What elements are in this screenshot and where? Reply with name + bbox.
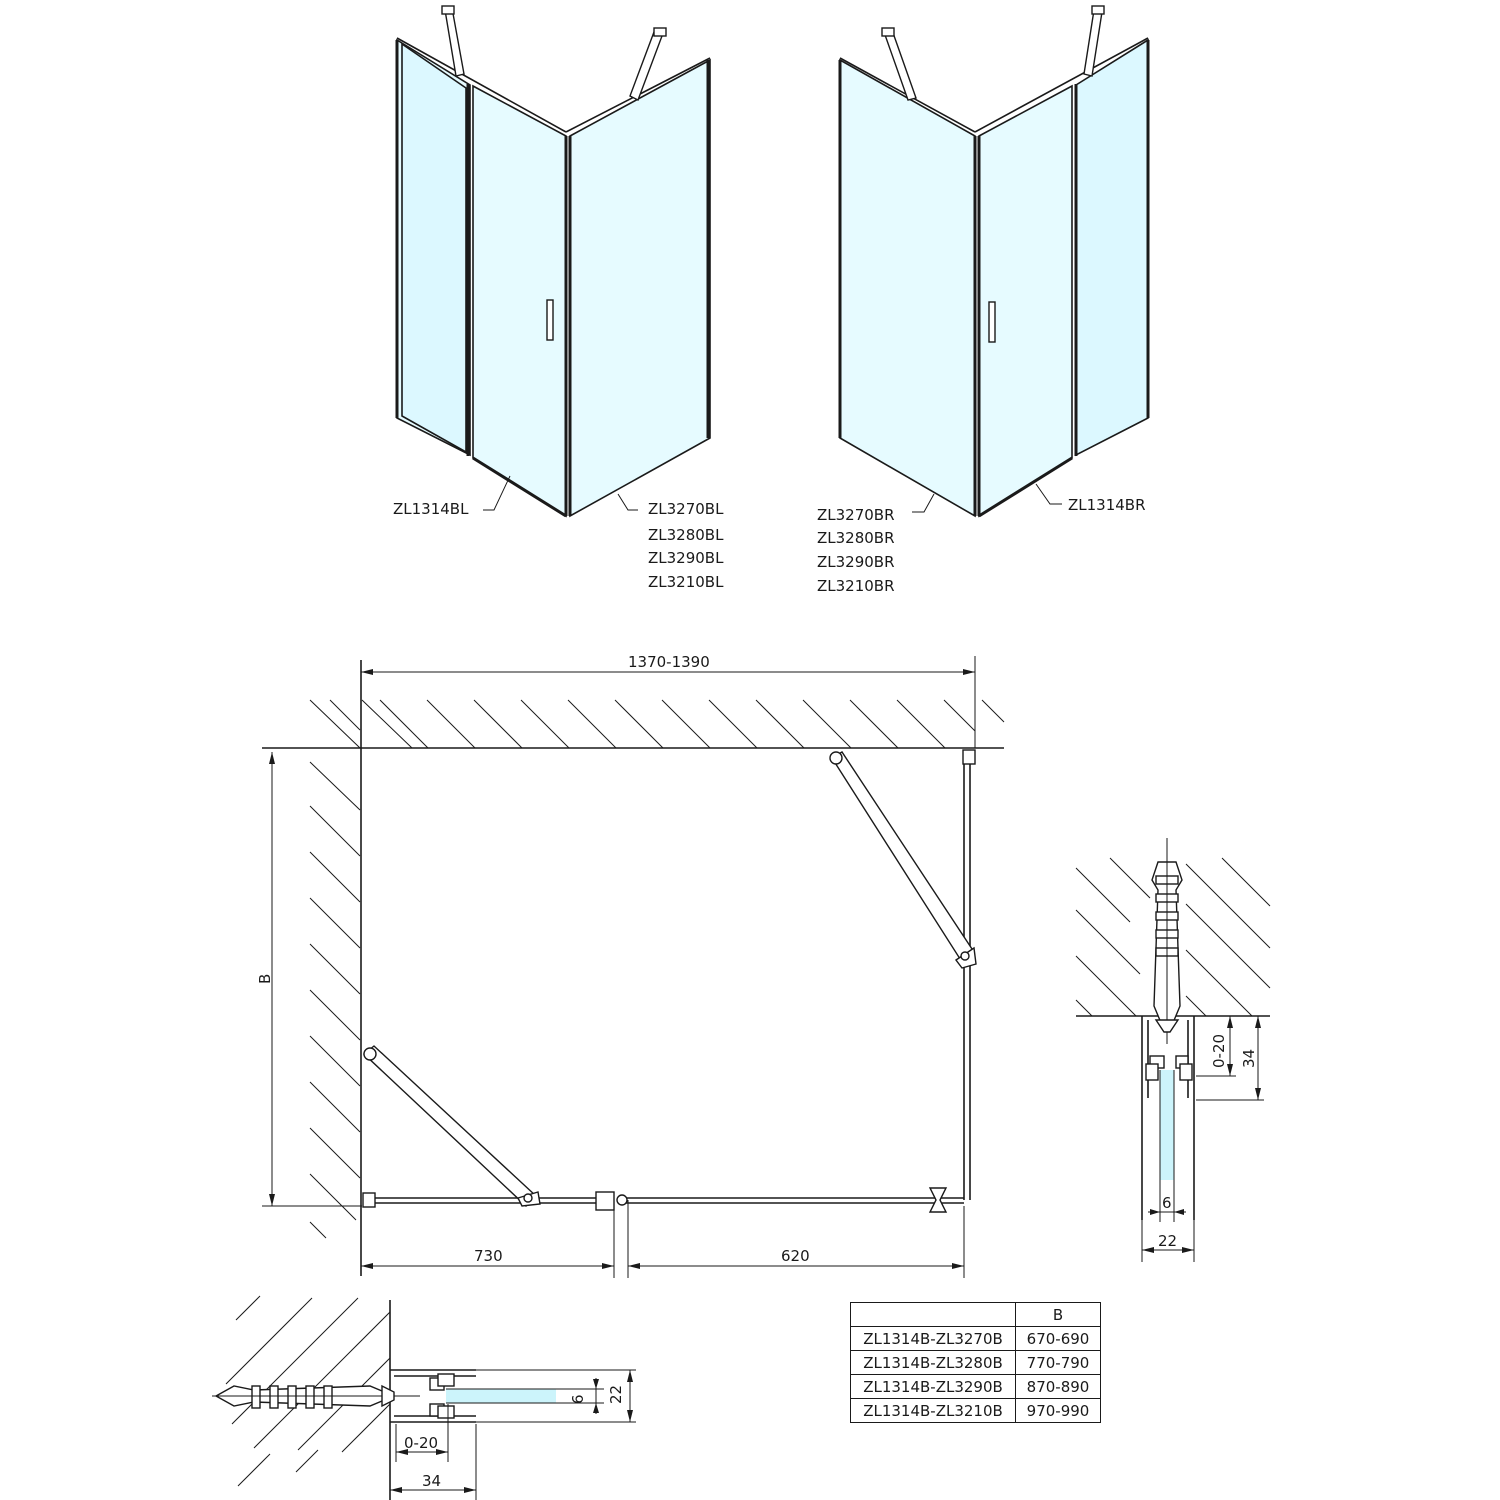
dim-bottom-profile-depth: 34 xyxy=(422,1472,441,1490)
dim-right-adjust-range: 0-20 xyxy=(1210,1034,1228,1068)
label-left-door-code-3: ZL3290BL xyxy=(648,549,724,567)
table-header-b: B xyxy=(1015,1302,1101,1327)
table-cell-b: 870-890 xyxy=(1015,1374,1101,1399)
table-row: ZL1314B-ZL3270B 670-690 xyxy=(850,1326,1101,1351)
table-cell-b: 770-790 xyxy=(1015,1350,1101,1375)
plan-view xyxy=(262,656,1005,1278)
dim-depth-b: B xyxy=(256,974,274,984)
label-right-door-code-2: ZL3280BR xyxy=(817,529,895,547)
table-row: ZL1314B-ZL3280B 770-790 xyxy=(850,1350,1101,1375)
table-cell-code: ZL1314B-ZL3280B xyxy=(850,1350,1016,1375)
dim-right-profile-width: 22 xyxy=(1158,1232,1177,1250)
right-profile-detail xyxy=(1075,838,1271,1262)
label-left-door-code-1: ZL3270BL xyxy=(648,500,724,518)
dim-bottom-adjust-range: 0-20 xyxy=(404,1434,438,1452)
dim-bottom-profile-width: 22 xyxy=(607,1385,625,1404)
dim-right-glass-thickness: 6 xyxy=(1162,1194,1172,1212)
bottom-profile-detail xyxy=(212,1295,636,1500)
table-row: ZL1314B-ZL3290B 870-890 xyxy=(850,1374,1101,1399)
top-wall-hatch xyxy=(309,699,1005,749)
table-cell-b: 970-990 xyxy=(1015,1398,1101,1423)
label-right-door-code-1: ZL3270BR xyxy=(817,506,895,524)
label-left-fixed-panel: ZL1314BL xyxy=(393,500,469,518)
dim-door-width: 620 xyxy=(781,1247,810,1265)
label-right-fixed-panel: ZL1314BR xyxy=(1068,496,1146,514)
size-table: B ZL1314B-ZL3270B 670-690 ZL1314B-ZL3280… xyxy=(850,1302,1101,1423)
table-cell-code: ZL1314B-ZL3270B xyxy=(850,1326,1016,1351)
enclosure-left-3d-view xyxy=(395,5,711,518)
dim-bottom-glass-thickness: 6 xyxy=(569,1394,587,1404)
table-cell-code: ZL1314B-ZL3290B xyxy=(850,1374,1016,1399)
dim-fixed-panel-width: 730 xyxy=(474,1247,503,1265)
dim-overall-width: 1370-1390 xyxy=(628,653,710,671)
enclosure-right-3d-view xyxy=(838,5,1150,518)
label-left-door-code-2: ZL3280BL xyxy=(648,526,724,544)
label-right-door-code-4: ZL3210BR xyxy=(817,577,895,595)
dim-right-profile-depth: 34 xyxy=(1240,1049,1258,1068)
table-row: ZL1314B-ZL3210B 970-990 xyxy=(850,1398,1101,1423)
label-right-door-code-3: ZL3290BR xyxy=(817,553,895,571)
table-cell-b: 670-690 xyxy=(1015,1326,1101,1351)
table-header-row: B xyxy=(850,1302,1101,1327)
left-wall-hatch xyxy=(309,761,361,1239)
table-cell-code: ZL1314B-ZL3210B xyxy=(850,1398,1016,1423)
label-left-door-code-4: ZL3210BL xyxy=(648,573,724,591)
table-header-code xyxy=(850,1302,1016,1327)
